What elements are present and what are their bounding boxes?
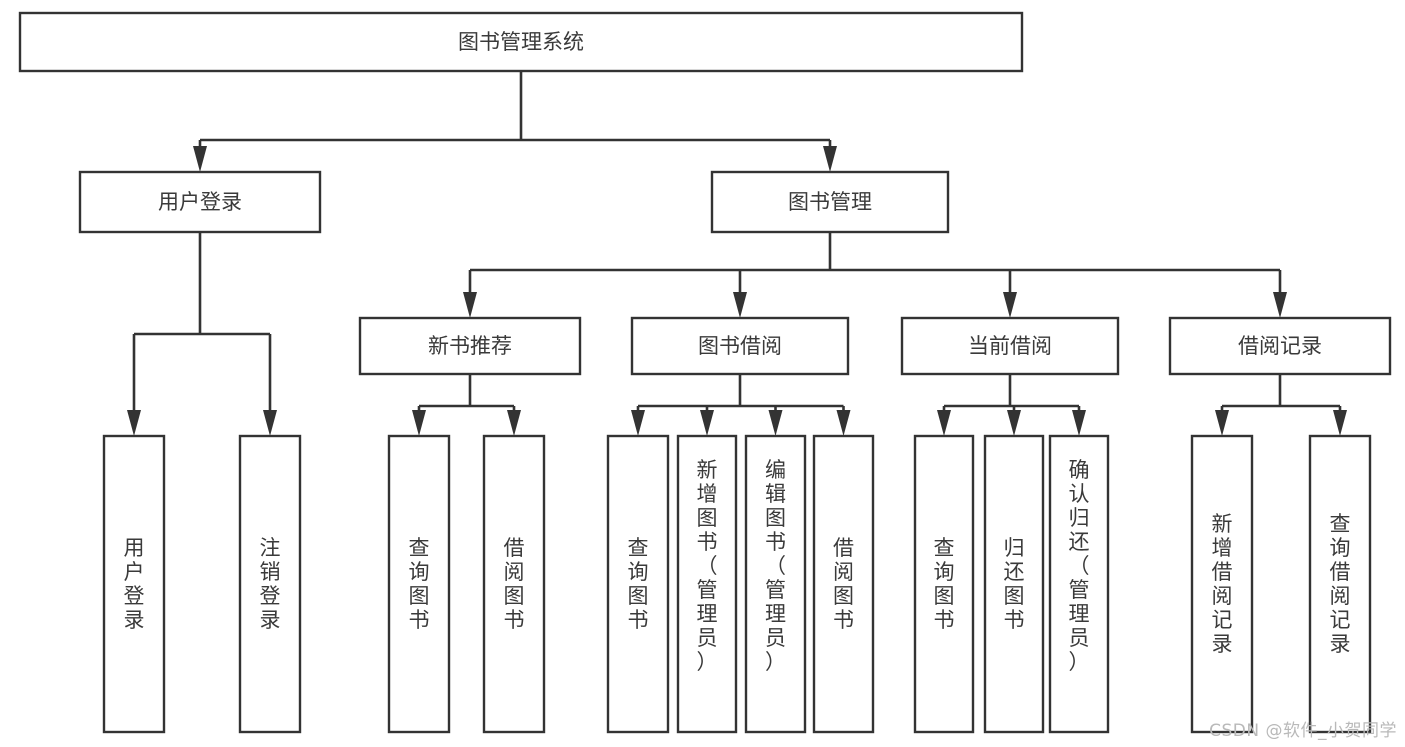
node-label: 查询图书 xyxy=(628,536,649,632)
node-layer: 图书管理系统用户登录图书管理新书推荐图书借阅当前借阅借阅记录用户登录注销登录查询… xyxy=(18,11,1392,734)
node-label: 图书管理 xyxy=(788,190,872,214)
node-label: 编辑图书（管理员） xyxy=(765,458,786,674)
node-leaf-borrow-book-a[interactable]: 借阅图书 xyxy=(482,434,546,734)
edge-borrow-query xyxy=(631,406,645,436)
node-label: 图书借阅 xyxy=(698,334,782,358)
node-leaf-confirm-return[interactable]: 确认归还（管理员） xyxy=(1048,434,1110,734)
node-label: 查询借阅记录 xyxy=(1330,512,1351,656)
edge-group-book-borrow xyxy=(631,374,851,436)
node-label: 查询图书 xyxy=(409,536,430,632)
node-leaf-add-record[interactable]: 新增借阅记录 xyxy=(1190,434,1254,734)
edge-layer xyxy=(127,71,1347,436)
node-label: 新书推荐 xyxy=(428,334,512,358)
node-label: 归还图书 xyxy=(1004,536,1025,632)
node-label: 注销登录 xyxy=(260,536,281,632)
node-label: 用户登录 xyxy=(124,536,145,632)
node-leaf-return-book[interactable]: 归还图书 xyxy=(983,434,1045,734)
node-leaf-add-book[interactable]: 新增图书（管理员） xyxy=(676,434,738,734)
node-leaf-query-book-c[interactable]: 查询图书 xyxy=(913,434,975,734)
node-book-manage[interactable]: 图书管理 xyxy=(710,170,950,234)
node-book-borrow[interactable]: 图书借阅 xyxy=(630,316,850,376)
csdn-watermark: CSDN @软件_小贺同学 xyxy=(1209,721,1397,741)
edge-group-new-book-recommend xyxy=(412,374,521,436)
edge-borrow-borrow xyxy=(836,406,851,436)
node-user-login[interactable]: 用户登录 xyxy=(78,170,322,234)
edge-book-manage-borrow-record xyxy=(1273,270,1287,318)
node-new-book-recommend[interactable]: 新书推荐 xyxy=(358,316,582,376)
edge-borrow-add xyxy=(700,406,714,436)
node-borrow-record[interactable]: 借阅记录 xyxy=(1168,316,1392,376)
edge-record-add xyxy=(1215,406,1229,436)
edge-group-current-borrow xyxy=(937,374,1086,436)
edge-current-confirm xyxy=(1072,406,1086,436)
node-leaf-logout[interactable]: 注销登录 xyxy=(238,434,302,734)
edge-current-return xyxy=(1007,406,1021,436)
node-label: 当前借阅 xyxy=(968,334,1052,358)
edge-root-book-manage xyxy=(823,140,837,172)
node-leaf-edit-book[interactable]: 编辑图书（管理员） xyxy=(744,434,807,734)
edge-group-user-login xyxy=(127,232,277,436)
edge-user-login-leaf-user-login xyxy=(127,334,141,436)
edge-book-manage-book-borrow xyxy=(733,270,747,318)
edge-book-manage-current-borrow xyxy=(1003,270,1017,318)
node-leaf-user-login[interactable]: 用户登录 xyxy=(102,434,166,734)
edge-record-query xyxy=(1333,406,1347,436)
node-leaf-query-book-a[interactable]: 查询图书 xyxy=(387,434,451,734)
node-label: 新增借阅记录 xyxy=(1212,512,1233,656)
node-label: 用户登录 xyxy=(158,190,242,214)
edge-borrow-edit xyxy=(768,406,783,436)
node-leaf-query-record[interactable]: 查询借阅记录 xyxy=(1308,434,1372,734)
node-label: 借阅图书 xyxy=(504,536,525,632)
edge-group-book-manage xyxy=(463,232,1287,318)
edge-book-manage-new-book-recommend xyxy=(463,270,477,318)
node-label: 借阅图书 xyxy=(833,536,854,632)
node-current-borrow[interactable]: 当前借阅 xyxy=(900,316,1120,376)
edge-group-borrow-record xyxy=(1215,374,1347,436)
edge-current-query xyxy=(937,406,951,436)
edge-user-login-leaf-logout xyxy=(263,334,277,436)
node-leaf-query-book-b[interactable]: 查询图书 xyxy=(606,434,670,734)
node-label: 确认归还（管理员） xyxy=(1069,458,1090,674)
node-label: 新增图书（管理员） xyxy=(697,458,718,674)
edge-group-root xyxy=(193,71,837,172)
edge-root-user-login xyxy=(193,140,207,172)
node-label: 查询图书 xyxy=(934,536,955,632)
node-root[interactable]: 图书管理系统 xyxy=(18,11,1024,73)
edge-recommend-query xyxy=(412,406,426,436)
node-label: 图书管理系统 xyxy=(458,30,584,54)
node-label: 借阅记录 xyxy=(1238,334,1322,358)
edge-recommend-borrow xyxy=(507,406,521,436)
node-leaf-borrow-book-b[interactable]: 借阅图书 xyxy=(812,434,875,734)
